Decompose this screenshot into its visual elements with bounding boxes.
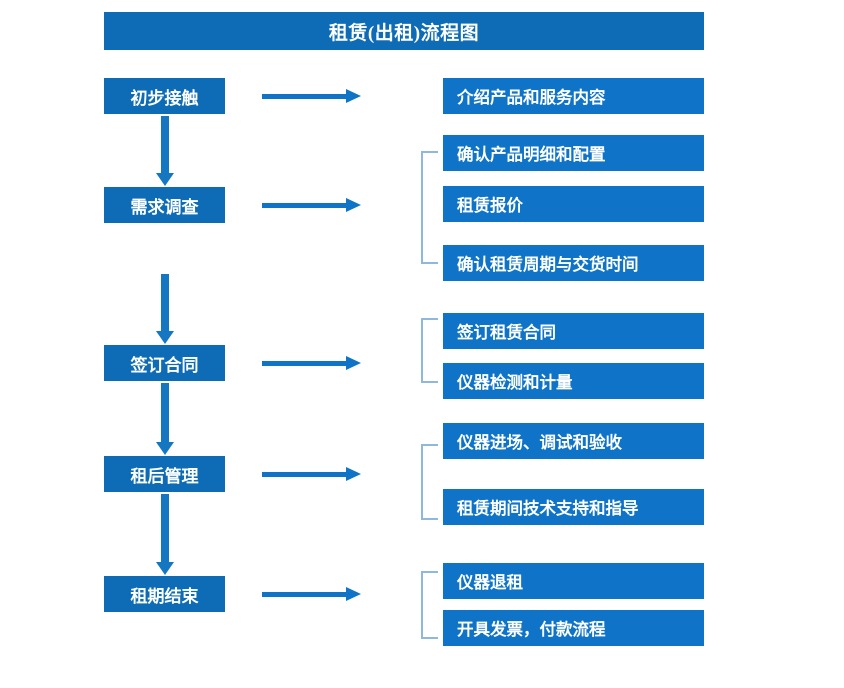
down-arrow-icon-3 [156,383,174,455]
detail-box-3-1[interactable]: 签订租赁合同 [443,313,704,349]
detail-box-1-1[interactable]: 介绍产品和服务内容 [443,78,704,114]
down-arrow-icon-1 [156,116,174,186]
down-arrow-icon-4 [156,494,174,575]
right-arrow-icon-4 [262,465,361,483]
detail-box-3-2[interactable]: 仪器检测和计量 [443,363,704,399]
stage-box-4[interactable]: 租后管理 [104,456,225,492]
detail-box-5-1[interactable]: 仪器退租 [443,563,704,599]
bracket-icon-group-3 [421,318,438,383]
stage-box-3[interactable]: 签订合同 [104,345,225,381]
bracket-icon-group-2 [421,151,438,264]
down-arrow-icon-2 [156,274,174,344]
bracket-icon-group-5 [421,571,438,639]
bracket-icon-group-4 [421,444,438,520]
page-title: 租赁(出租)流程图 [104,12,704,50]
detail-box-4-1[interactable]: 仪器进场、调试和验收 [443,423,704,459]
detail-box-2-1[interactable]: 确认产品明细和配置 [443,135,704,171]
stage-box-5[interactable]: 租期结束 [104,576,225,612]
detail-box-5-2[interactable]: 开具发票，付款流程 [443,610,704,646]
stage-box-2[interactable]: 需求调查 [104,187,225,223]
detail-box-4-2[interactable]: 租赁期间技术支持和指导 [443,489,704,525]
detail-box-2-3[interactable]: 确认租赁周期与交货时间 [443,245,704,281]
stage-box-1[interactable]: 初步接触 [104,78,225,114]
right-arrow-icon-3 [262,354,361,372]
detail-box-2-2[interactable]: 租赁报价 [443,186,704,222]
right-arrow-icon-2 [262,196,361,214]
right-arrow-icon-1 [262,87,361,105]
right-arrow-icon-5 [262,585,361,603]
